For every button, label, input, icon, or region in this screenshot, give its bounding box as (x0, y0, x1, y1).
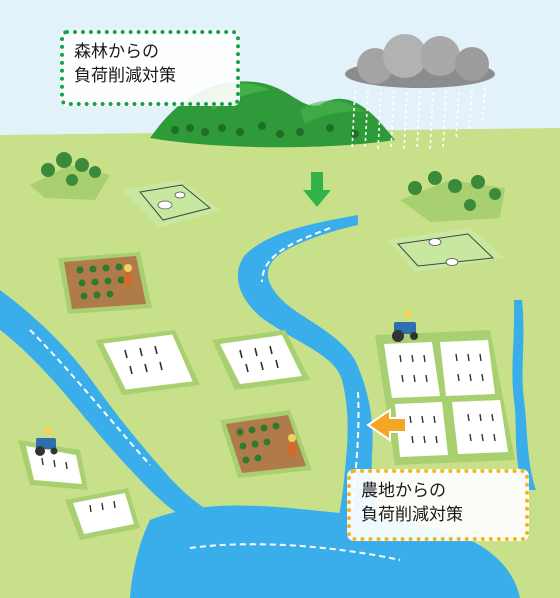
paddy-field-center-right (212, 330, 310, 390)
forest-label-line1: 森林からの (74, 42, 159, 62)
cow-icon (428, 238, 442, 246)
pasture-top (122, 180, 220, 228)
rain-icon (351, 87, 486, 151)
forest-label-line2: 負荷削減対策 (74, 66, 176, 86)
tractor-icon (35, 427, 58, 456)
pasture-right (388, 228, 505, 272)
paddy-field-center-left (95, 330, 200, 395)
farmland-measures-label: 農地からの 負荷削減対策 (347, 469, 529, 541)
tree-icon (171, 122, 359, 138)
farm-label-line2: 負荷削減対策 (361, 505, 463, 525)
cloud-icon (345, 34, 495, 88)
down-arrow-icon (303, 172, 331, 207)
tractor-icon (392, 310, 418, 342)
left-arrow-icon (366, 408, 407, 442)
paddy-field-cluster-right (375, 310, 515, 465)
grove-left (30, 152, 110, 200)
forest-measures-label: 森林からの 負荷削減対策 (60, 30, 240, 106)
paddy-field-bottom-left (18, 427, 140, 540)
grove-right (400, 171, 505, 222)
farm-label-line1: 農地からの (361, 481, 446, 501)
farmer-icon (288, 434, 296, 455)
farmer-icon (124, 264, 132, 285)
vegetable-field-bottom (220, 410, 312, 478)
cow-icon (157, 200, 173, 210)
vegetable-field-top (58, 252, 152, 314)
